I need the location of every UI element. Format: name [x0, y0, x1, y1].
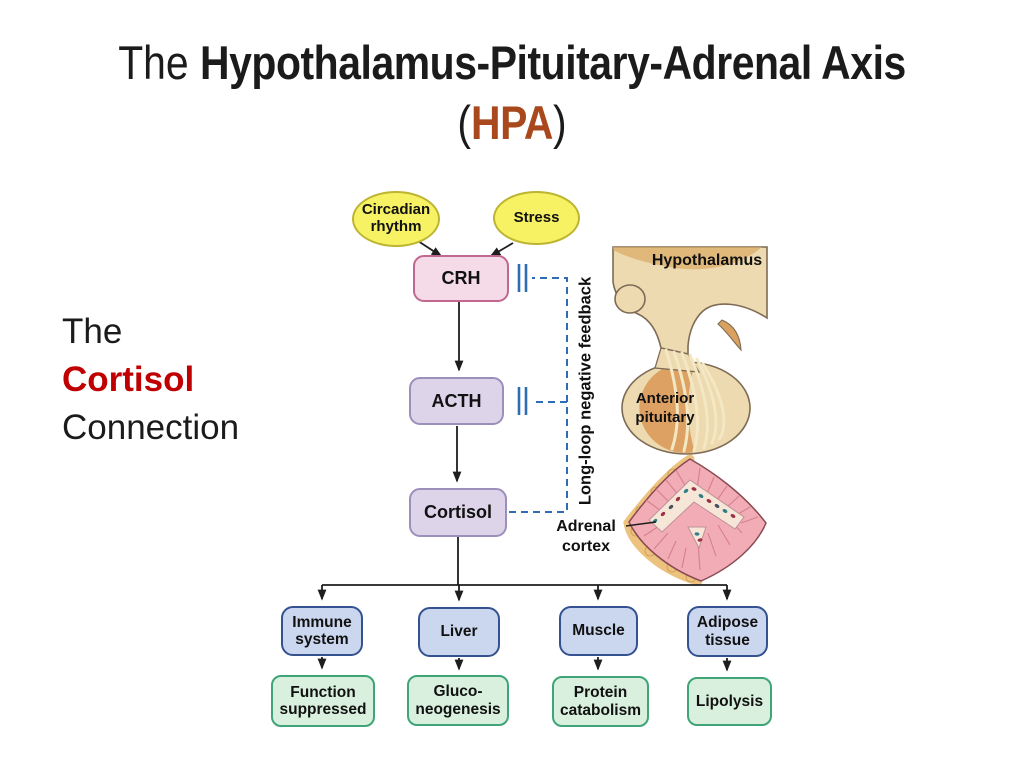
effect-lipolysis-label: Lipolysis: [695, 692, 764, 710]
effect-lipolysis-box: Lipolysis: [687, 677, 772, 726]
flow-arrows: [317, 240, 732, 672]
hormone-crh-label: CRH: [441, 268, 481, 289]
organ-muscle-label: Muscle: [572, 622, 625, 640]
hypothalamus-pituitary-illustration: [612, 246, 768, 455]
title-open-paren: (: [457, 96, 472, 149]
adrenal-cortex-label: Adrenal cortex: [556, 518, 616, 555]
title-close-paren: ): [552, 96, 567, 149]
arrow-circadian-to-crh: [417, 240, 443, 257]
effect-gluconeogenesis-label: Gluco-neogenesis: [415, 683, 501, 718]
side-caption-line-1: The: [62, 312, 123, 351]
stimulus-circadian-rhythm: Circadian rhythm: [352, 191, 440, 247]
stimulus-stress-label: Stress: [513, 208, 560, 226]
feedback-dashed-path: [509, 277, 568, 513]
adrenal-medulla-cells: [652, 487, 736, 542]
organ-immune-system-label: Immune system: [292, 613, 352, 648]
stalk-side-wedge: [717, 319, 742, 352]
stimulus-stress: Stress: [493, 191, 580, 245]
feedback-loop-label: Long-loop negative feedback: [576, 276, 595, 506]
posterior-pituitary-striations: [664, 348, 726, 453]
adrenal-medulla-wedge: [687, 526, 707, 550]
adrenal-gland-illustration: [623, 454, 767, 586]
organ-immune-system-box: Immune system: [281, 606, 363, 656]
hypothalamus-shading: [613, 247, 762, 270]
feedback-loop: [509, 264, 568, 513]
side-caption-line-2: Cortisol: [62, 360, 195, 399]
adrenal-label-leader-line: [625, 521, 657, 527]
effect-function-suppressed-label: Function suppressed: [279, 683, 367, 718]
arrow-stress-to-crh: [489, 242, 514, 257]
hormone-cortisol-label: Cortisol: [423, 502, 492, 523]
title-line-2: (HPA): [67, 93, 958, 153]
title-prefix: The: [118, 36, 201, 89]
hormone-crh-box: CRH: [413, 255, 509, 302]
effect-protein-catabolism-label: Protein catabolism: [560, 684, 641, 719]
hypothalamus-label: Hypothalamus: [651, 252, 763, 269]
hormone-acth-box: ACTH: [409, 377, 504, 425]
hormone-cortisol-box: Cortisol: [409, 488, 507, 537]
slide-title: The Hypothalamus-Pituitary-Adrenal Axis …: [67, 33, 958, 153]
hormone-acth-label: ACTH: [431, 390, 482, 411]
adrenal-medulla-band: [648, 479, 745, 533]
effect-protein-catabolism-box: Protein catabolism: [552, 676, 649, 727]
adrenal-cortex-body: [628, 458, 767, 582]
organ-adipose-tissue-label: Adipose tissue: [696, 614, 759, 649]
organ-liver-label: Liver: [440, 623, 478, 641]
side-caption-line-3: Connection: [62, 408, 240, 447]
effect-function-suppressed-box: Function suppressed: [271, 675, 375, 727]
stimulus-circadian-label: Circadian rhythm: [361, 201, 431, 235]
title-main: Hypothalamus-Pituitary-Adrenal Axis: [200, 36, 906, 89]
effect-gluconeogenesis-box: Gluco-neogenesis: [407, 675, 509, 726]
inhibition-bars-icon: [517, 264, 528, 415]
organ-liver-box: Liver: [418, 607, 500, 657]
anterior-pituitary-label: Anterior pituitary: [635, 390, 695, 426]
anterior-pituitary-lobe: [639, 363, 695, 453]
organ-muscle-box: Muscle: [559, 606, 638, 656]
mammillary-bump: [614, 284, 646, 314]
title-line-1: The Hypothalamus-Pituitary-Adrenal Axis: [67, 33, 958, 93]
title-acronym: HPA: [471, 96, 553, 149]
side-caption: The Cortisol Connection: [62, 308, 239, 452]
adrenal-striations: [643, 467, 759, 571]
organ-adipose-tissue-box: Adipose tissue: [687, 606, 768, 657]
